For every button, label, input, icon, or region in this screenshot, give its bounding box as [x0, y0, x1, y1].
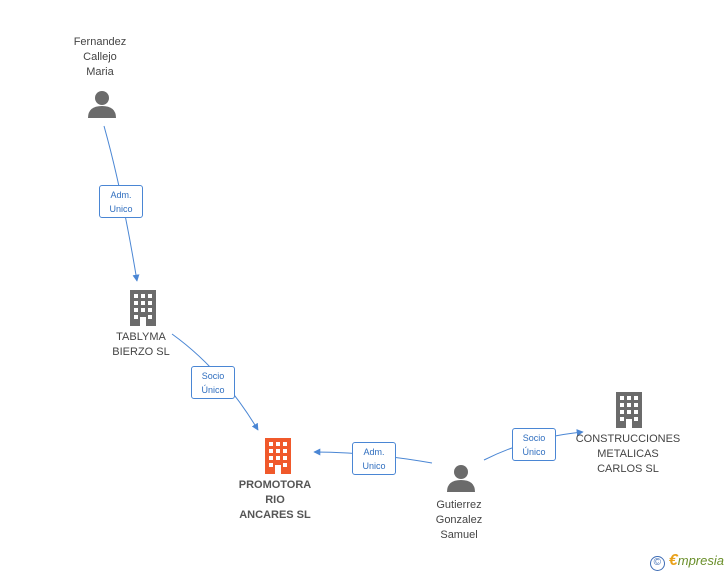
name-line: BIERZO SL [112, 346, 170, 358]
building-icon[interactable] [128, 290, 158, 326]
building-icon-highlighted[interactable] [263, 438, 293, 474]
edge-badge-adm-unico[interactable]: Adm. Unico [352, 442, 396, 475]
badge-line: Adm. [110, 190, 132, 200]
name-line: TABLYMA [116, 331, 166, 343]
name-line: ANCARES SL [239, 509, 311, 521]
node-label-promotora[interactable]: PROMOTORA RIO ANCARES SL [239, 478, 312, 523]
empresia-logo[interactable]: ©€mpresia [649, 552, 724, 571]
badge-line: Único [201, 385, 225, 395]
edge-badge-socio-unico[interactable]: Socio Único [512, 428, 556, 461]
badge-line: Adm. [363, 447, 385, 457]
brand-initial: € [668, 552, 678, 569]
badge-line: Socio [522, 433, 546, 443]
name-line: CARLOS SL [597, 463, 659, 475]
name-line: RIO [265, 494, 285, 506]
name-line: METALICAS [597, 448, 659, 460]
badge-line: Único [522, 447, 546, 457]
name-line: Maria [86, 66, 114, 78]
edge-badge-adm-unico[interactable]: Adm. Unico [99, 185, 143, 218]
node-label-gutierrez[interactable]: Gutierrez Gonzalez Samuel [436, 498, 482, 543]
name-line: Callejo [83, 51, 117, 63]
person-icon[interactable] [87, 89, 117, 119]
copyright-icon: © [649, 556, 665, 571]
edge-badge-socio-unico[interactable]: Socio Único [191, 366, 235, 399]
badge-line: Unico [362, 461, 386, 471]
node-label-fernandez[interactable]: Fernandez Callejo Maria [74, 35, 127, 80]
building-icon[interactable] [614, 392, 644, 428]
name-line: CONSTRUCCIONES [575, 433, 681, 445]
name-line: Samuel [440, 529, 478, 541]
brand-name: mpresia [677, 553, 724, 568]
person-icon[interactable] [446, 463, 476, 493]
name-line: PROMOTORA [238, 479, 312, 491]
name-line: Gonzalez [435, 514, 483, 526]
name-line: Fernandez [73, 36, 127, 48]
node-label-tablyma[interactable]: TABLYMA BIERZO SL [112, 330, 169, 360]
node-label-construcciones[interactable]: CONSTRUCCIONES METALICAS CARLOS SL [576, 432, 681, 477]
badge-line: Socio [201, 371, 225, 381]
name-line: Gutierrez [436, 499, 482, 511]
badge-line: Unico [109, 204, 133, 214]
